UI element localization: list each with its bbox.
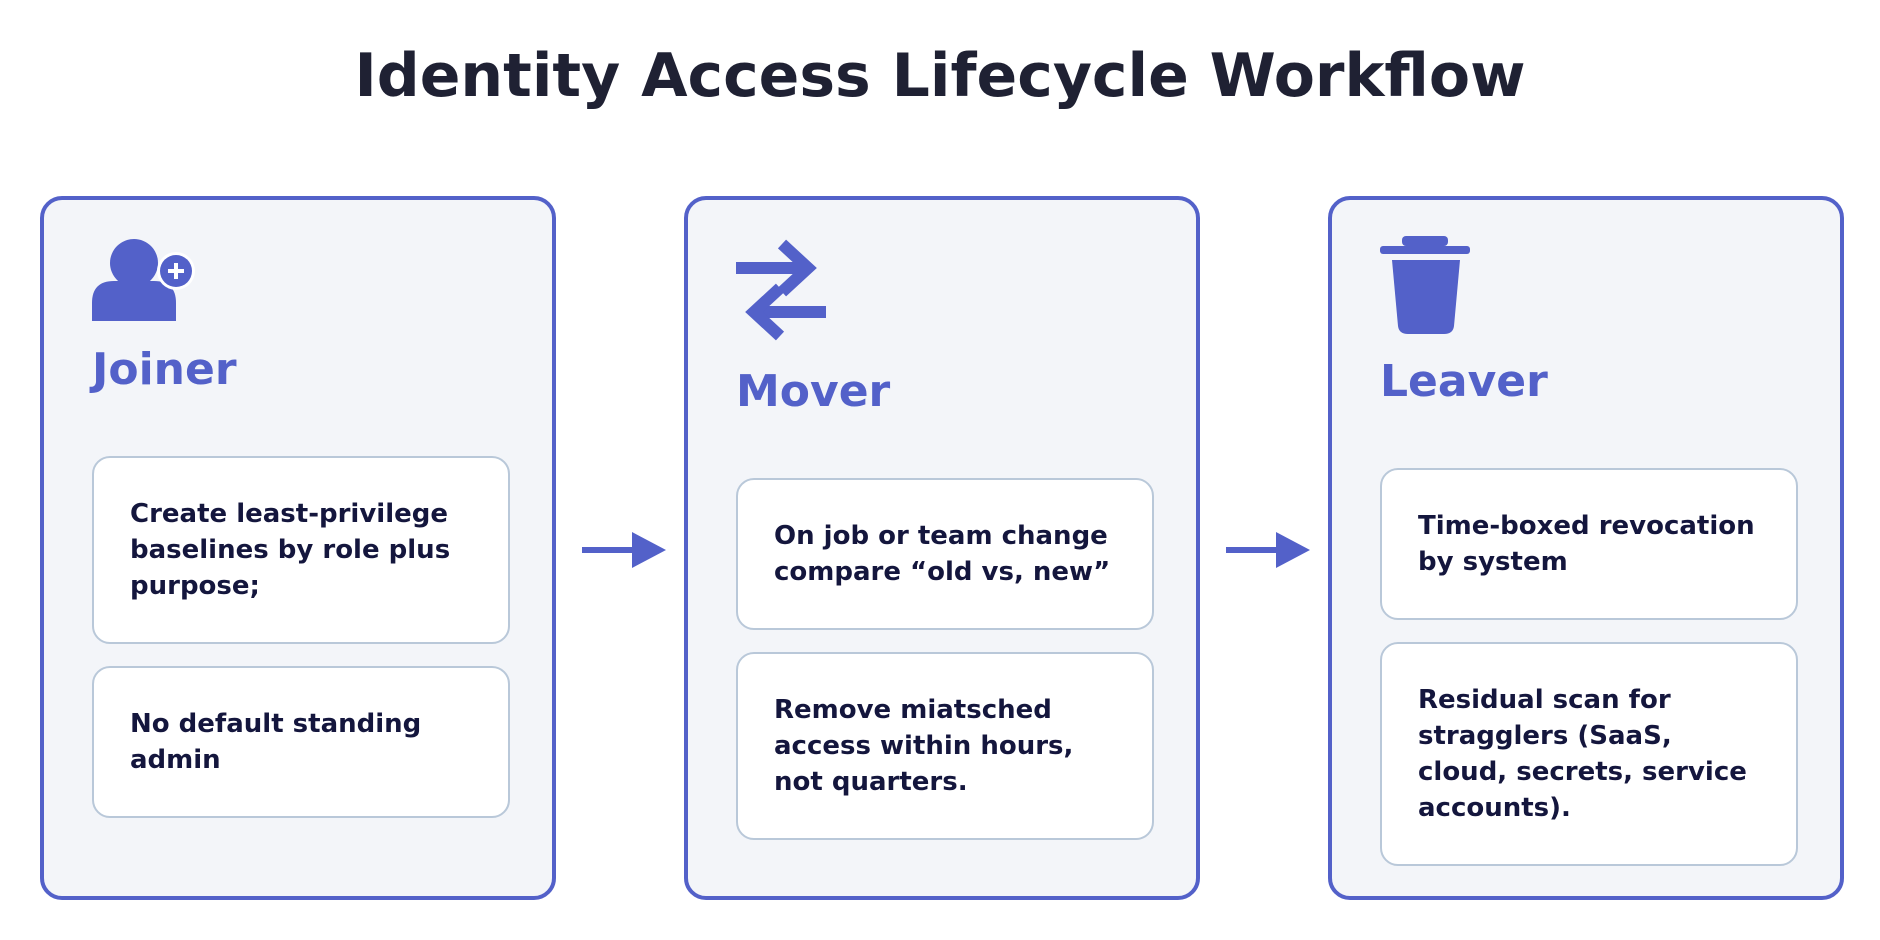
leaver-panel: Leaver Time-boxed revocation by system R…	[1328, 196, 1844, 900]
note-text: No default standing admin	[130, 709, 422, 775]
mover-note-2: Remove miatsched access within hours, no…	[736, 652, 1154, 840]
leaver-note-2: Residual scan for stragglers (SaaS, clou…	[1380, 642, 1798, 866]
joiner-panel: Joiner Create least-privilege baselines …	[40, 196, 556, 900]
note-text: On job or team change compare “old vs, n…	[774, 521, 1111, 587]
stage-title-joiner: Joiner	[92, 344, 237, 395]
joiner-note-1: Create least-privilege baselines by role…	[92, 456, 510, 644]
flow-arrow-icon	[582, 528, 666, 576]
flow-arrow-icon	[1226, 528, 1310, 576]
mover-note-1: On job or team change compare “old vs, n…	[736, 478, 1154, 630]
add-user-icon	[92, 238, 196, 330]
stage-title-leaver: Leaver	[1380, 356, 1548, 407]
note-text: Time-boxed revocation by system	[1418, 511, 1755, 577]
stage-title-mover: Mover	[736, 366, 891, 417]
joiner-note-2: No default standing admin	[92, 666, 510, 818]
diagram-title: Identity Access Lifecycle Workflow	[354, 41, 1526, 111]
mover-panel: Mover On job or team change compare “old…	[684, 196, 1200, 900]
note-text: Residual scan for stragglers (SaaS, clou…	[1418, 685, 1747, 823]
note-text: Create least-privilege baselines by role…	[130, 499, 451, 601]
leaver-note-1: Time-boxed revocation by system	[1380, 468, 1798, 620]
swap-arrows-icon	[736, 238, 826, 346]
trash-icon	[1380, 236, 1472, 340]
note-text: Remove miatsched access within hours, no…	[774, 695, 1074, 797]
